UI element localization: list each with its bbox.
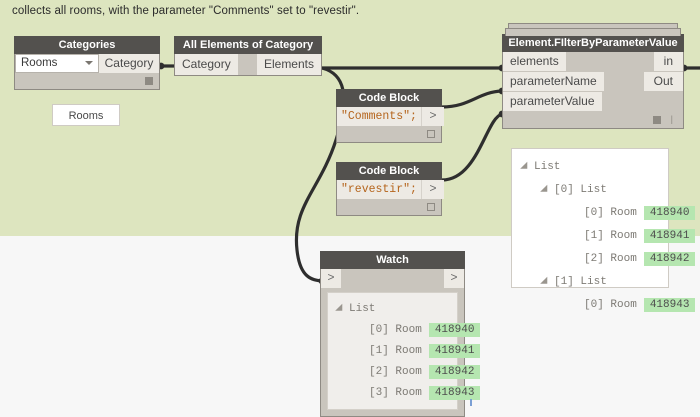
caption-text: collects all rooms, with the parameter "… <box>12 5 360 17</box>
tree-row[interactable]: [1] List <box>517 270 663 293</box>
tree-row-label: [0] Room <box>584 206 637 219</box>
expand-arrow-icon[interactable] <box>520 161 531 172</box>
tree-row-label: [1] Room <box>369 344 422 357</box>
tree-row-label: [2] Room <box>369 365 422 378</box>
watch-list: List [0] Room 418940 [1] Room 418941 [2] Room… <box>327 292 481 410</box>
expand-arrow-icon[interactable] <box>540 184 551 195</box>
expand-arrow-icon[interactable] <box>335 303 346 314</box>
filter-node-body: elements in parameterName Out parameterV… <box>502 52 684 129</box>
tree-indent-spacer <box>574 234 578 238</box>
watch-output-port[interactable]: > <box>444 269 464 288</box>
node-categories-title: Categories <box>14 36 160 54</box>
tree-row[interactable]: [0] Room 418943 <box>517 293 696 316</box>
filter-node-footer: | <box>503 112 683 128</box>
tree-row[interactable]: [2] Room 418942 <box>332 361 481 382</box>
code-block-2-code[interactable]: "revestir"; <box>337 180 421 199</box>
tree-row-label: [3] Room <box>369 386 422 399</box>
expand-arrow-icon[interactable] <box>540 276 551 287</box>
watch-node-title: Watch <box>320 251 465 269</box>
tree-row-label: List <box>534 160 561 173</box>
code-block-2-title: Code Block <box>336 162 442 180</box>
node-code-block-revestir[interactable]: Code Block "revestir"; > <box>336 162 444 216</box>
tree-row-label: List <box>349 302 376 315</box>
filter-output-out[interactable]: Out <box>643 72 683 91</box>
tree-indent-spacer <box>359 391 363 395</box>
code-block-1-code[interactable]: "Comments"; <box>337 107 421 126</box>
tree-indent-spacer <box>359 328 363 332</box>
categories-preview-value: Rooms <box>68 110 104 122</box>
tree-indent-spacer <box>359 370 363 374</box>
lacing-icon[interactable] <box>653 116 661 124</box>
tree-row-label: [0] Room <box>369 323 422 336</box>
tree-row[interactable]: [1] Room 418941 <box>517 224 696 247</box>
tree-row-value: 418940 <box>428 322 481 337</box>
chevron-down-icon[interactable] <box>85 61 93 65</box>
tree-row[interactable]: [0] Room 418940 <box>517 201 696 224</box>
filter-preview-rows: List [0] List [0] Room 418940 [1] Room 418941… <box>517 155 696 316</box>
node-categories-footer <box>15 73 159 89</box>
categories-preview-bubble: Rooms <box>52 104 120 126</box>
node-categories[interactable]: Categories Rooms Category <box>14 36 160 90</box>
code-block-2-footer <box>337 199 441 215</box>
tree-row-value: 418943 <box>428 385 481 400</box>
filter-input-parametervalue[interactable]: parameterValue <box>503 92 602 111</box>
categories-dropdown[interactable]: Rooms <box>15 54 99 73</box>
tree-row[interactable]: List <box>332 298 453 319</box>
tree-row[interactable]: [1] Room 418941 <box>332 340 481 361</box>
filter-output-in[interactable]: in <box>653 52 683 71</box>
watch-input-port[interactable]: > <box>321 269 341 288</box>
node-all-elements-body: Category Elements <box>174 54 322 76</box>
all-elements-input-category[interactable]: Category <box>175 54 238 75</box>
tree-row-label: [1] List <box>554 275 607 288</box>
preview-toggle-icon[interactable] <box>427 203 435 211</box>
watch-node-body: > > List [0] Room 418940 [1] Room 418941 [2] … <box>320 269 481 417</box>
tree-row-value: 418940 <box>643 205 696 220</box>
tree-row[interactable]: [0] Room 418940 <box>332 319 481 340</box>
tree-indent-spacer <box>359 349 363 353</box>
code-block-1-title: Code Block <box>336 89 442 107</box>
tree-row-label: [0] Room <box>584 298 637 311</box>
tree-row[interactable]: [0] List <box>517 178 663 201</box>
code-block-1-footer <box>337 126 441 142</box>
tree-indent-spacer <box>574 211 578 215</box>
tree-row-value: 418941 <box>643 228 696 243</box>
code-block-1-body: "Comments"; > <box>336 107 444 143</box>
custom-node-stack-back <box>508 23 678 31</box>
tree-row-value: 418941 <box>428 343 481 358</box>
tree-indent-spacer <box>574 257 578 261</box>
node-code-block-comments[interactable]: Code Block "Comments"; > <box>336 89 444 143</box>
node-watch[interactable]: Watch > > List [0] Room 418940 [1] Room 4189… <box>320 251 481 417</box>
preview-toggle-icon[interactable] <box>427 130 435 138</box>
filter-node-title: Element.FIlterByParameterValue <box>502 34 684 52</box>
filter-preview-panel: List [0] List [0] Room 418940 [1] Room 418941… <box>511 148 696 312</box>
code-block-2-output-port[interactable]: > <box>420 180 444 199</box>
node-all-elements-title: All Elements of Category <box>174 36 322 54</box>
tree-row-value: 418942 <box>428 364 481 379</box>
categories-dropdown-value: Rooms <box>21 57 58 69</box>
filter-input-parametername[interactable]: parameterName <box>503 72 604 91</box>
custom-node-stack-front <box>505 28 681 36</box>
tree-row[interactable]: [2] Room 418942 <box>517 247 696 270</box>
all-elements-output-elements[interactable]: Elements <box>256 54 321 75</box>
tree-indent-spacer <box>574 303 578 307</box>
tree-row[interactable]: [3] Room 418943 <box>332 382 481 403</box>
tree-row[interactable]: List <box>517 155 663 178</box>
tree-row-label: [1] Room <box>584 229 637 242</box>
lacing-icon[interactable] <box>145 77 153 85</box>
code-block-1-output-port[interactable]: > <box>420 107 444 126</box>
tree-row-value: 418943 <box>643 297 696 312</box>
text-caret <box>470 399 472 406</box>
tree-row-value: 418942 <box>643 251 696 266</box>
node-element-filter-by-parameter-value[interactable]: Element.FIlterByParameterValue elements … <box>502 23 684 129</box>
node-categories-body: Rooms Category <box>14 54 160 90</box>
tree-row-label: [2] Room <box>584 252 637 265</box>
filter-input-elements[interactable]: elements <box>503 52 566 71</box>
categories-output-port[interactable]: Category <box>99 54 159 73</box>
node-all-elements-of-category[interactable]: All Elements of Category Category Elemen… <box>174 36 322 76</box>
watch-preview-rows: List [0] Room 418940 [1] Room 418941 [2] Room… <box>332 298 481 403</box>
code-block-2-body: "revestir"; > <box>336 180 444 216</box>
tree-row-label: [0] List <box>554 183 607 196</box>
separator-icon: | <box>670 114 673 124</box>
